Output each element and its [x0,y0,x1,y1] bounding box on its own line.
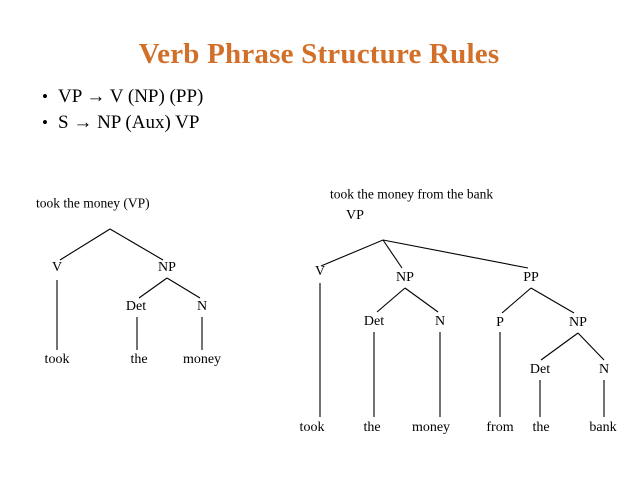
tree-node-np2: NP [569,315,587,330]
tree-terminal-from: from [486,420,514,435]
bullet-icon: • [42,87,48,106]
tree-terminal-money: money [182,352,222,367]
tree-node-np: NP [396,270,414,285]
tree-node-det2: Det [529,362,551,377]
tree-node-det: Det [125,299,147,314]
tree-terminal-bank: bank [589,420,617,435]
tree-terminal-took: took [299,420,325,435]
list-item: • S → NP (Aux) VP [32,112,592,138]
right-tree-caption: took the money from the bank [330,186,494,202]
rule-text-vp: VP → V (NP) (PP) [58,86,204,107]
tree-node-n: N [196,299,208,314]
tree-terminal-money: money [411,420,451,435]
tree-node-vp: VP [346,208,364,223]
tree-node-v: V [314,264,326,279]
tree-terminal-the: the [130,352,148,367]
left-tree-caption: took the money (VP) [36,195,150,211]
tree-node-v: V [51,260,63,275]
list-item: • VP → V (NP) (PP) [32,86,592,112]
tree-terminal-took: took [44,352,70,367]
tree-terminal-the: the [363,420,381,435]
tree-terminal-the-2: the [532,420,550,435]
tree-node-det: Det [363,314,385,329]
tree-node-n: N [434,314,446,329]
rule-text-s: S → NP (Aux) VP [58,112,200,133]
tree-node-np: NP [158,260,176,275]
rules-bullet-list: • VP → V (NP) (PP) • S → NP (Aux) VP [32,86,592,138]
page-title: Verb Phrase Structure Rules [138,38,500,70]
bullet-icon: • [42,113,48,132]
tree-node-p: P [496,315,504,330]
tree-node-n2: N [598,362,610,377]
tree-node-pp: PP [523,270,539,285]
